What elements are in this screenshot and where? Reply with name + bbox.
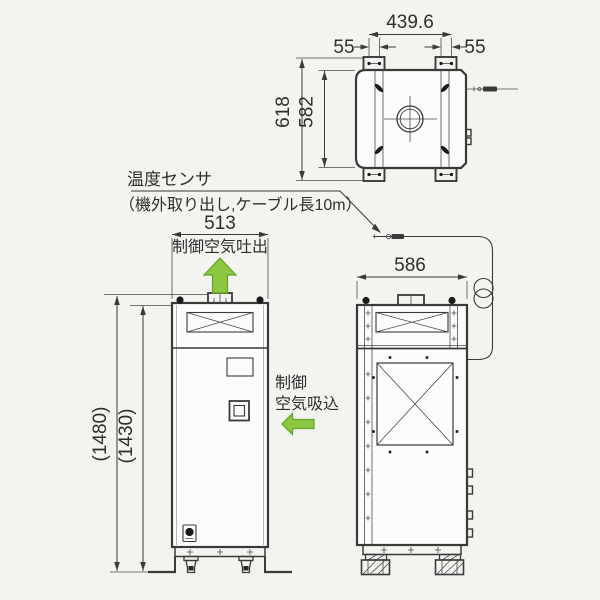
side-dimensions: 586 bbox=[356, 255, 468, 299]
hinge-tab bbox=[466, 510, 474, 520]
mounting-bracket-top-left bbox=[362, 56, 386, 71]
hinge-tab bbox=[466, 528, 474, 538]
hinge-tab bbox=[466, 468, 474, 478]
eyebolt bbox=[256, 296, 264, 304]
side-tab bbox=[465, 137, 472, 146]
dim-depth-inner: 582 bbox=[297, 96, 318, 128]
drain-badge bbox=[182, 524, 197, 543]
temp-sensor-callout: 温度センサ （機外取り出し,ケーブル長10m） bbox=[119, 170, 381, 233]
front-body bbox=[170, 301, 270, 549]
leader-line bbox=[131, 190, 379, 231]
plan-dimensions: 439.6 55 55 618 582 bbox=[273, 12, 486, 181]
eyebolt bbox=[362, 296, 370, 305]
side-tab bbox=[465, 128, 472, 137]
side-access-panel bbox=[376, 362, 454, 446]
panel-screws bbox=[372, 356, 459, 454]
label-air-outlet: 制御空気吐出 bbox=[172, 238, 268, 256]
label-air-inlet-line2: 空気吸込 bbox=[275, 395, 339, 413]
screw-mark bbox=[374, 83, 384, 93]
cable-coil bbox=[473, 277, 494, 299]
sensor-connector bbox=[391, 234, 404, 239]
side-caster-left bbox=[360, 553, 391, 576]
side-duct bbox=[397, 294, 425, 306]
screw-mark bbox=[374, 145, 384, 155]
side-view bbox=[355, 294, 474, 576]
front-caster-right bbox=[238, 555, 254, 574]
sensor-cable-elevation bbox=[373, 233, 494, 361]
front-view bbox=[110, 292, 292, 574]
side-body bbox=[355, 303, 469, 547]
front-louver bbox=[186, 311, 254, 333]
air-outlet-arrow-icon bbox=[202, 257, 238, 294]
mounting-bracket-bottom-left bbox=[362, 167, 386, 182]
hinge-tab bbox=[466, 485, 474, 495]
sensor-cable-plan bbox=[466, 86, 518, 92]
outlet-duct bbox=[207, 292, 233, 304]
dim-height-inner: (1430) bbox=[116, 409, 137, 464]
eyebolt bbox=[176, 296, 184, 304]
control-switch bbox=[228, 400, 250, 422]
side-caster-right bbox=[434, 553, 465, 576]
mounting-bracket-bottom-right bbox=[434, 167, 458, 182]
dim-flange-right: 55 bbox=[464, 37, 485, 58]
callout-line2: （機外取り出し,ケーブル長10m） bbox=[119, 195, 362, 214]
air-inlet-arrow-icon bbox=[281, 412, 315, 436]
front-dimensions: 513 制御空気吐出 (1480) (1430) 制御 空気吸込 bbox=[90, 213, 339, 571]
mounting-bracket-top-right bbox=[434, 56, 458, 71]
dim-flange-left: 55 bbox=[333, 37, 354, 58]
eyebolt bbox=[448, 296, 456, 305]
display-panel bbox=[226, 357, 254, 377]
label-air-inlet-line1: 制御 bbox=[275, 374, 307, 392]
screw-cross-marks bbox=[365, 310, 457, 521]
front-caster-left bbox=[183, 555, 199, 574]
side-base bbox=[362, 544, 462, 556]
front-base bbox=[110, 546, 292, 574]
dim-height-outer: (1480) bbox=[90, 407, 111, 462]
leader-arrowhead bbox=[371, 223, 381, 233]
screw-mark bbox=[440, 145, 450, 155]
duct-opening bbox=[384, 96, 437, 142]
dim-side-width: 586 bbox=[394, 255, 426, 276]
side-louver bbox=[375, 311, 449, 333]
plan-view bbox=[354, 56, 518, 182]
dim-top-width: 439.6 bbox=[386, 12, 434, 33]
dim-front-width: 513 bbox=[204, 213, 236, 234]
screw-mark bbox=[440, 83, 450, 93]
cable-coil bbox=[473, 288, 494, 309]
sensor-tip bbox=[385, 233, 392, 240]
dim-depth-outer: 618 bbox=[273, 96, 294, 128]
callout-line1: 温度センサ bbox=[127, 170, 212, 189]
